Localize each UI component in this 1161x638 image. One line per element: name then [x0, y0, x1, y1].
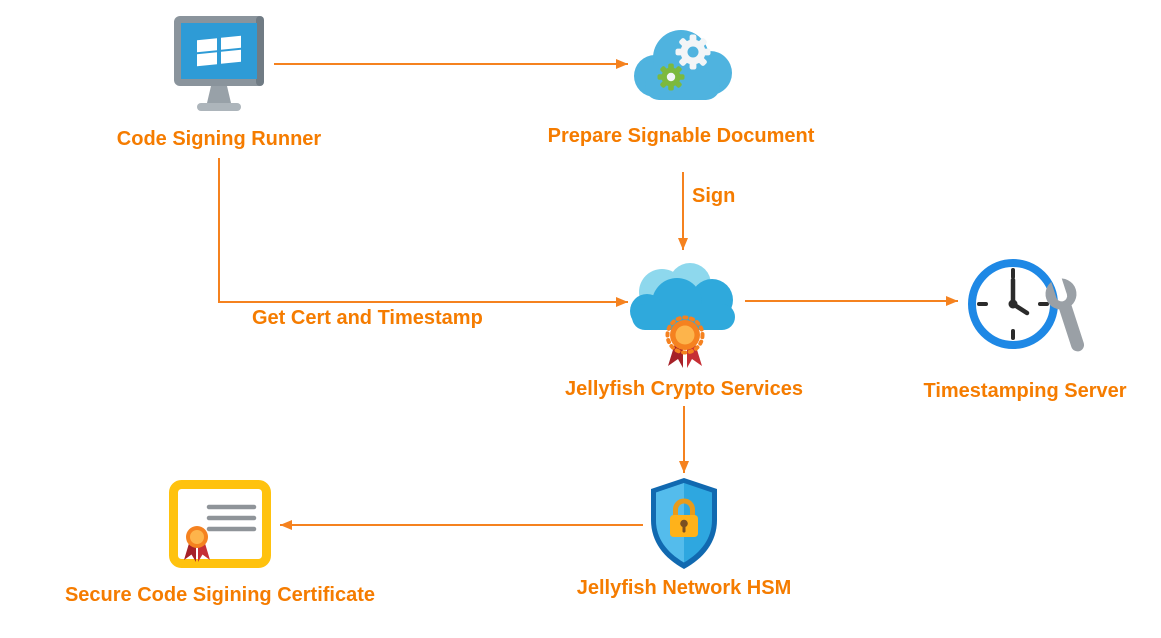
node-prepare-signable-document: Prepare Signable Document: [521, 16, 841, 148]
ribbon-seal-icon: [665, 315, 704, 368]
node-jellyfish-crypto-services: Jellyfish Crypto Services: [524, 256, 844, 401]
node-label-jellyfish-network-hsm: Jellyfish Network HSM: [576, 577, 792, 599]
node-label-code-signing-runner: Code Signing Runner: [116, 128, 322, 150]
cloud-gears-icon: [634, 30, 732, 100]
edge-runner-to-crypto: [218, 158, 628, 307]
gear-large-icon: [675, 34, 711, 70]
node-label-prepare-signable-document: Prepare Signable Document: [547, 125, 815, 147]
gear-small-icon: [657, 63, 685, 91]
node-secure-code-signing-certificate: Secure Code Sigining Certificate: [40, 480, 400, 607]
edge-label-sign: Sign: [692, 185, 736, 207]
shield-padlock-icon: [651, 478, 717, 569]
edge-label-get-cert-and-timestamp: Get Cert and Timestamp: [252, 307, 483, 329]
node-label-timestamping-server: Timestamping Server: [923, 380, 1127, 402]
node-label-secure-code-signing-certificate: Secure Code Sigining Certificate: [64, 584, 376, 606]
certificate-seal-icon: [184, 526, 210, 562]
node-timestamping-server: Timestamping Server: [875, 252, 1161, 403]
padlock-icon: [670, 498, 698, 537]
node-label-jellyfish-crypto-services: Jellyfish Crypto Services: [565, 378, 803, 400]
windows-logo: [197, 35, 241, 67]
node-code-signing-runner: Code Signing Runner: [69, 14, 369, 151]
windows-monitor-icon: [174, 16, 264, 111]
clock-wrench-icon: [967, 259, 1084, 352]
cloud-ribbon-seal-icon: [629, 263, 735, 368]
certificate-text-lines: [206, 504, 257, 532]
certificate-ribbon-icon: [169, 480, 271, 568]
clock-ticks: [976, 268, 1049, 340]
wrench-icon: [1045, 278, 1084, 352]
node-jellyfish-network-hsm: Jellyfish Network HSM: [534, 476, 834, 600]
